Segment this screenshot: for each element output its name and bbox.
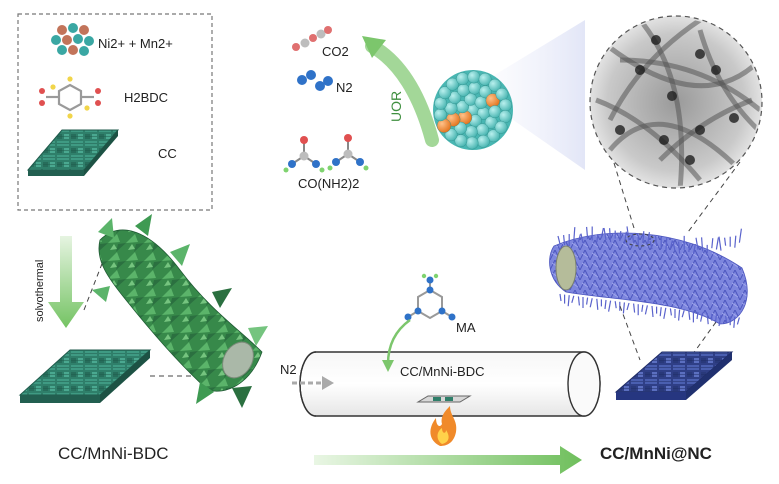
tem-image [589, 15, 763, 189]
co2-molecule-icon [292, 26, 332, 51]
intermediate-label: CC/MnNi-BDC [58, 444, 169, 463]
urea-label: CO(NH2)2 [298, 176, 360, 191]
furnace-sample-label: CC/MnNi-BDC [400, 364, 485, 379]
nanoparticle-sphere-icon [433, 70, 513, 150]
flame-icon [430, 406, 457, 446]
leaf-covered-fiber [92, 214, 268, 408]
urea-molecule-icon [283, 134, 369, 173]
n2-molecule-icon [297, 70, 333, 91]
linker-label: H2BDC [124, 90, 169, 105]
nanotube-covered-fiber [549, 226, 748, 328]
solvothermal-label: solvothermal [34, 259, 46, 322]
product-label: CC/MnNi@NC [600, 444, 712, 463]
co2-label: CO2 [322, 44, 349, 59]
substrate-label: CC [158, 146, 177, 161]
n2-product-label: N2 [336, 80, 353, 95]
process-arrow [314, 446, 582, 474]
uor-label: UOR [388, 90, 404, 122]
metal-ion-cluster-icon [51, 23, 94, 56]
sample-boat [416, 395, 472, 403]
ma-label: MA [456, 320, 476, 335]
reagent-box [17, 13, 213, 211]
tube-furnace [299, 351, 601, 417]
n2-gas-label: N2 [280, 362, 297, 377]
metal-ions-label: Ni2+ + Mn2+ [98, 36, 173, 51]
h2bdc-molecule-icon [39, 76, 101, 119]
ma-molecule-icon [404, 273, 456, 321]
solvothermal-arrow [48, 236, 84, 328]
uor-arrow [365, 39, 439, 147]
